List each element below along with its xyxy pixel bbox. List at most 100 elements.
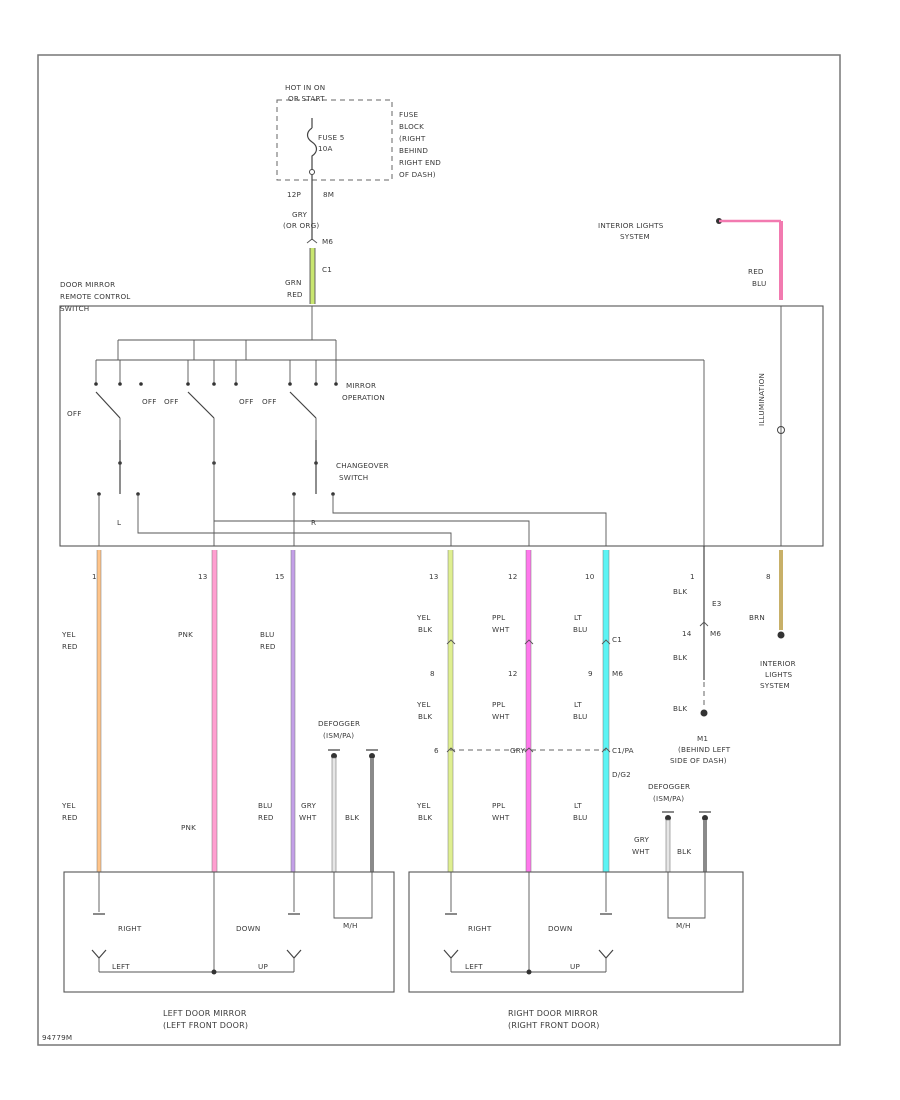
top-wire-color2-2: RED: [287, 290, 303, 299]
br-c-2: BLU: [573, 813, 587, 822]
w4-lower-2: BLK: [418, 712, 432, 721]
switch-bus-top: [117, 306, 337, 360]
fuse-terminal: [309, 169, 315, 175]
left-mirror-internal: [98, 872, 373, 973]
switch-taps: [95, 360, 337, 384]
lm-mh: M/H: [343, 921, 358, 930]
rm-mh: M/H: [676, 921, 691, 930]
sw-off-1: OFF: [67, 409, 82, 418]
right-motor-leads: [450, 958, 607, 972]
sw-changeover-2: SWITCH: [339, 473, 368, 482]
br-b-1: PPL: [492, 801, 505, 810]
switch-title-3: SWITCH: [60, 304, 89, 313]
outer-frame: [37, 54, 841, 1046]
right-mirror-caption-2: (RIGHT FRONT DOOR): [508, 1021, 600, 1030]
right-motor-icons: [443, 913, 614, 959]
changeover-arms: [119, 440, 317, 494]
conn-m6-label: M6: [612, 669, 623, 678]
bl-a-1: YEL: [61, 801, 76, 810]
sw-mirror-2: OPERATION: [342, 393, 385, 402]
hot-label-2: OR START: [288, 94, 325, 103]
fuse-block-3: (RIGHT: [399, 134, 426, 143]
lm-up: UP: [258, 962, 268, 971]
left-motor-icons: [91, 913, 302, 959]
br-b-2: WHT: [492, 813, 510, 822]
bl-e-1: BLK: [345, 813, 359, 822]
defogger-right-1: DEFOGGER: [648, 782, 690, 791]
left-motor-leads: [98, 958, 295, 972]
top-wire-color2-1: GRN: [285, 278, 302, 287]
grn-red-wire: [310, 248, 315, 304]
right-mirror-box: [408, 871, 744, 993]
fuse-block-1: FUSE: [399, 110, 419, 119]
left-mirror-caption-1: LEFT DOOR MIRROR: [163, 1009, 247, 1018]
pin-15: 15: [275, 572, 285, 581]
rm-left: LEFT: [465, 962, 483, 971]
fuse-block-5: RIGHT END: [399, 158, 441, 167]
w2-1: PNK: [178, 630, 193, 639]
w7-1: BLK: [673, 587, 687, 596]
wire-yel-red: [97, 550, 101, 872]
dash-mid: GRY: [510, 746, 526, 755]
defogger-left-term-b: [369, 753, 375, 759]
lm-left: LEFT: [112, 962, 130, 971]
pin-10: 10: [585, 572, 595, 581]
wire-ppl-wht: [526, 550, 531, 872]
br-a-1: YEL: [416, 801, 431, 810]
pin-12: 12: [508, 572, 518, 581]
bl-a-2: RED: [62, 813, 78, 822]
defogger-left-gry-wht: [331, 757, 337, 873]
changeover-contacts: [97, 461, 335, 496]
w6-2: BLU: [573, 625, 587, 634]
interior-bottom-3: SYSTEM: [760, 681, 790, 690]
illumination-bulb-icon: [777, 426, 785, 434]
dash-right: C1/PA: [612, 746, 634, 755]
blk-ground-2: BLK: [673, 704, 687, 713]
switch-title-1: DOOR MIRROR: [60, 280, 115, 289]
switch-contacts: [94, 382, 338, 386]
sw-changeover-1: CHANGEOVER: [336, 461, 389, 470]
conn-c1-label: C1: [612, 635, 622, 644]
sw-r: R: [311, 518, 316, 527]
illumination-label: ILLUMINATION: [757, 373, 766, 426]
interior-bottom-2: LIGHTS: [765, 670, 792, 679]
w1-2: RED: [62, 642, 78, 651]
conn-e3-label: E3: [712, 599, 722, 608]
interior-top-1: INTERIOR LIGHTS: [598, 221, 664, 230]
rm-right: RIGHT: [468, 924, 492, 933]
right-junction: [526, 969, 532, 975]
switch-title-2: REMOTE CONTROL: [60, 292, 131, 301]
defogger-right-2: (ISM/PA): [653, 794, 684, 803]
w4-lower-1: YEL: [416, 700, 431, 709]
pin2-8: 8: [430, 669, 435, 678]
br-d-1: GRY: [634, 835, 650, 844]
fuse-label-2: 10A: [318, 144, 333, 153]
right-mirror-caption-1: RIGHT DOOR MIRROR: [508, 1009, 598, 1018]
br-a-2: BLK: [418, 813, 432, 822]
w5-lower-2: WHT: [492, 712, 510, 721]
right-mirror-internal: [450, 872, 706, 973]
hot-label-1: HOT IN ON: [285, 83, 325, 92]
top-wire-right: 8M: [323, 190, 334, 199]
fuse-label-1: FUSE 5: [318, 133, 345, 142]
top-conn-c1: C1: [322, 265, 332, 274]
w3-2: RED: [260, 642, 276, 651]
bl-c-2: RED: [258, 813, 274, 822]
fuse-block-4: BEHIND: [399, 146, 428, 155]
w6-lower-1: LT: [574, 700, 582, 709]
sw-off-2: OFF: [142, 397, 157, 406]
bl-b-1: PNK: [181, 823, 196, 832]
w5-lower-1: PPL: [492, 700, 505, 709]
defogger-right-term-a: [665, 815, 671, 821]
sw-off-4: OFF: [239, 397, 254, 406]
fuse-block-2: BLOCK: [399, 122, 424, 131]
interior-top-wire-1: RED: [748, 267, 764, 276]
interior-bottom-terminal: [777, 631, 785, 639]
fuse-block-6: OF DASH): [399, 170, 436, 179]
lm-right: RIGHT: [118, 924, 142, 933]
interior-top-wire-2: BLU: [752, 279, 766, 288]
switch-arms: [95, 391, 317, 419]
mid-right-m6: M6: [710, 629, 721, 638]
w5-1: PPL: [492, 613, 505, 622]
